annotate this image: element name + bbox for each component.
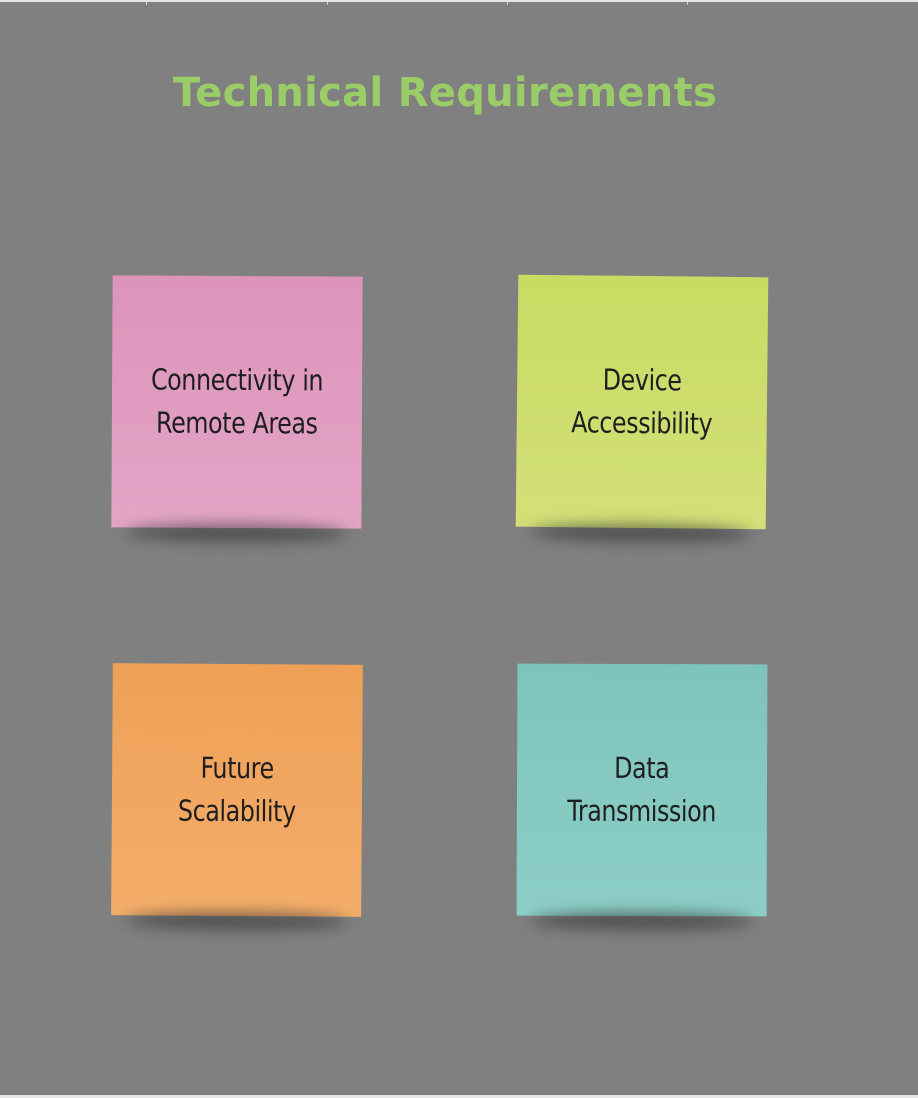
sticky-note-connectivity[interactable]: Connectivity in Remote Areas [111, 275, 363, 529]
sticky-note-data-transmission[interactable]: Data Transmission [516, 663, 768, 917]
sticky-note-label: Data Transmission [567, 750, 717, 829]
grid-line [327, 2, 328, 5]
sticky-note-label: Future Scalability [177, 750, 296, 829]
sticky-note-label: Connectivity in Remote Areas [150, 362, 324, 441]
sticky-note-label: Device Accessibility [571, 362, 713, 441]
board-title[interactable]: Technical Requirements [172, 70, 718, 116]
sticky-note-device-accessibility[interactable]: Device Accessibility [515, 274, 769, 530]
grid-line [507, 2, 508, 5]
sticky-note-future-scalability[interactable]: Future Scalability [111, 663, 363, 917]
grid-line [146, 2, 147, 5]
grid-line [687, 2, 688, 5]
